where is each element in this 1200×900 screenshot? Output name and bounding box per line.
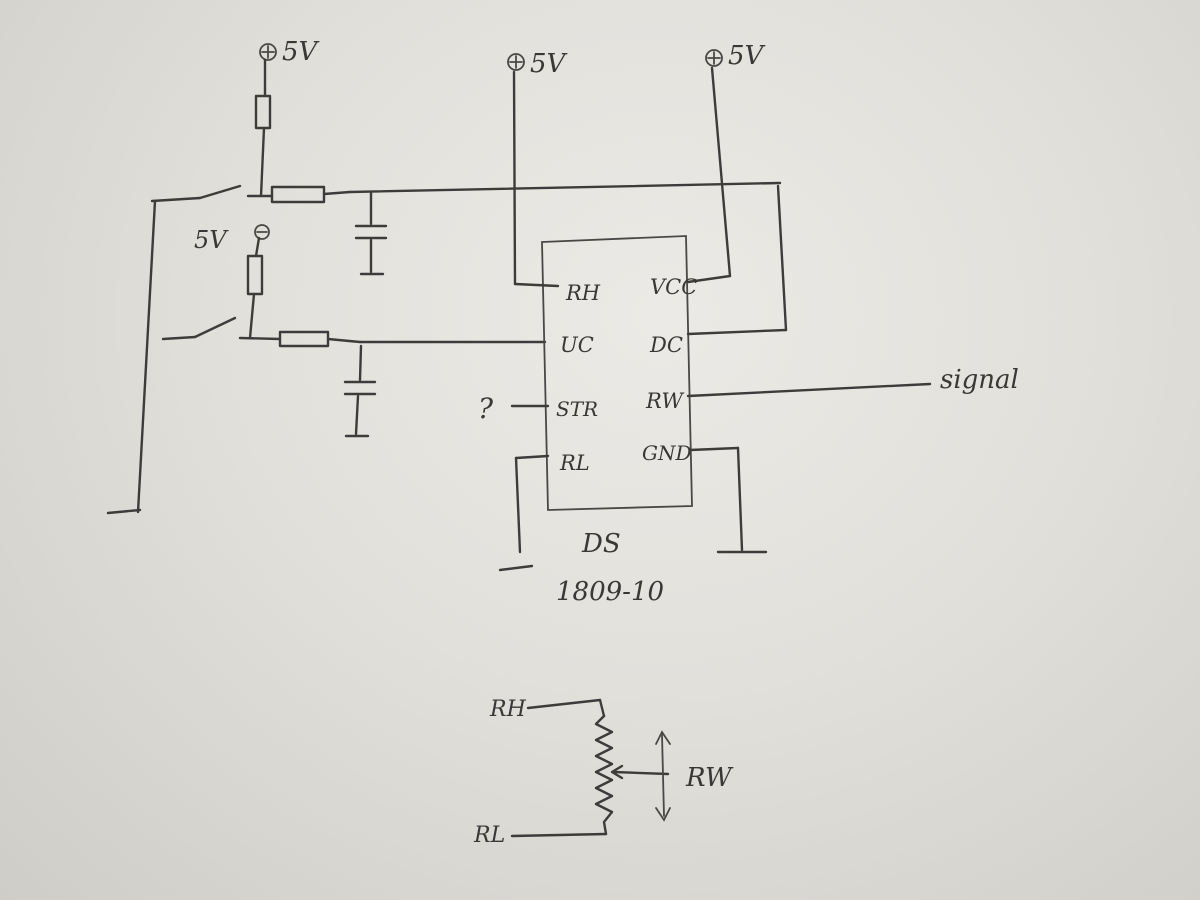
pot-detail-diagram: RH RL RW — [473, 697, 734, 848]
capacitor-top — [354, 191, 388, 276]
chip-name-line1: DS — [581, 529, 621, 559]
signal-label: signal — [940, 365, 1019, 395]
series-resistor-bottom — [278, 330, 547, 348]
switch-top — [150, 184, 274, 203]
vcc-supply-label: 5V — [728, 41, 766, 71]
pot-rl-label: RL — [473, 823, 505, 848]
gnd-ground-wire — [688, 446, 768, 554]
pullup-resistor-top — [254, 58, 272, 198]
rh-supply-label: 5V — [530, 49, 568, 79]
chip-pin-labels: RH VCC UC DC STR RW RL GND — [556, 275, 697, 475]
top-left-supply-terminal: 5V — [259, 37, 320, 67]
mid-left-supply-terminal: 5V — [194, 224, 270, 254]
vcc-supply-terminal: 5V — [686, 41, 766, 284]
mid-left-supply-label: 5V — [194, 226, 229, 254]
pin-uc-label: UC — [560, 333, 594, 357]
series-resistor-top — [270, 181, 782, 204]
capacitor-bottom — [343, 344, 377, 438]
str-question-mark: ? — [478, 392, 494, 425]
dc-feedback-wire — [686, 184, 788, 336]
pin-str-label: STR — [556, 397, 598, 421]
str-pin-wire: ? — [478, 392, 550, 425]
pullup-resistor-bottom — [246, 236, 264, 340]
pin-gnd-label: GND — [642, 441, 692, 465]
signal-wire: signal — [686, 365, 1019, 398]
pot-rh-label: RH — [489, 697, 527, 722]
pin-dc-label: DC — [649, 333, 683, 357]
rh-supply-terminal: 5V — [507, 49, 568, 288]
rl-ground-wire — [498, 454, 550, 572]
chip-name-line2: 1809-10 — [556, 577, 664, 607]
pot-rw-label: RW — [685, 763, 734, 793]
pin-rw-label: RW — [645, 389, 685, 413]
pin-rl-label: RL — [559, 451, 590, 475]
ground-left-rail — [106, 199, 157, 515]
pin-rh-label: RH — [565, 281, 601, 305]
pin-vcc-label: VCC — [650, 275, 697, 299]
chip-body — [541, 235, 693, 511]
switch-bottom — [161, 316, 282, 341]
top-left-supply-label: 5V — [282, 37, 320, 67]
